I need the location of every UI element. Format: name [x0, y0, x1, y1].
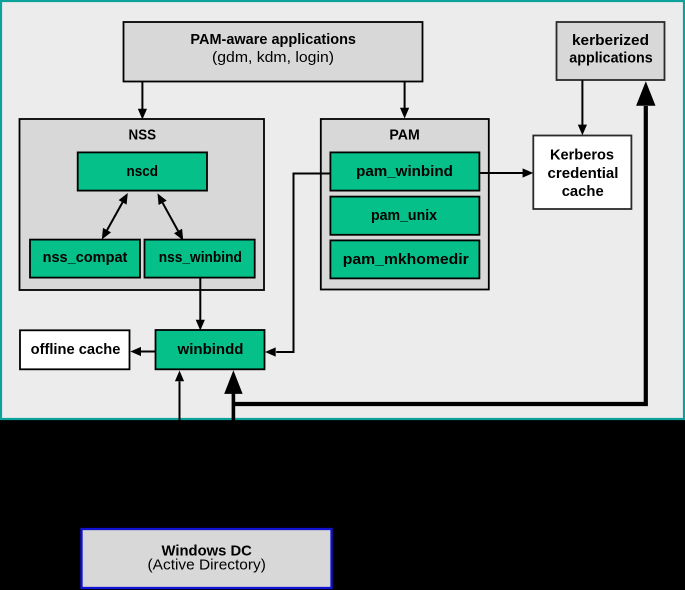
svg-text:nscd: nscd	[127, 163, 159, 180]
svg-text:nss_compat: nss_compat	[43, 249, 128, 266]
svg-text:applications: applications	[569, 49, 652, 66]
svg-text:winbindd: winbindd	[176, 341, 243, 358]
svg-text:offline cache: offline cache	[31, 341, 121, 358]
svg-text:cache: cache	[562, 183, 604, 200]
svg-text:Windows DC: Windows DC	[162, 543, 252, 560]
svg-text:(Active Directory): (Active Directory)	[148, 556, 266, 573]
svg-text:PAM: PAM	[389, 127, 419, 144]
svg-text:Kerberos: Kerberos	[550, 147, 614, 164]
svg-text:kerberized: kerberized	[572, 32, 649, 49]
svg-text:NSS: NSS	[129, 127, 157, 144]
svg-text:(gdm, kdm, login): (gdm, kdm, login)	[212, 49, 334, 66]
svg-text:credential: credential	[548, 165, 619, 182]
svg-text:pam_winbind: pam_winbind	[356, 163, 453, 180]
svg-text:pam_mkhomedir: pam_mkhomedir	[343, 251, 469, 268]
svg-text:PAM-aware applications: PAM-aware applications	[190, 31, 356, 48]
svg-text:nss_winbind: nss_winbind	[159, 249, 242, 266]
svg-text:pam_unix: pam_unix	[371, 207, 438, 224]
